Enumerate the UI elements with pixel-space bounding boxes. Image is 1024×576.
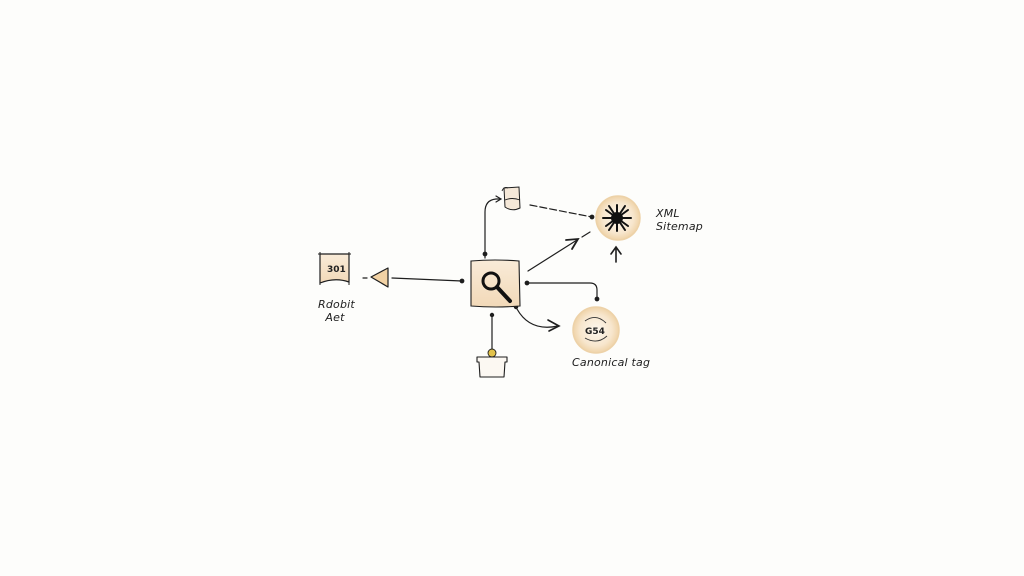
edge-dot bbox=[589, 214, 595, 220]
edge-dot bbox=[594, 296, 600, 302]
play-arrow-icon bbox=[370, 267, 389, 288]
label-canonical: Canonical tag bbox=[572, 356, 651, 369]
edge-search-to-redirect bbox=[391, 277, 463, 282]
label-redirect: Rdobit Aet bbox=[318, 298, 355, 324]
node-canonical[interactable]: G54 bbox=[572, 306, 620, 354]
edge-search-to-canonical-curve bbox=[516, 308, 559, 328]
edge-sitemap-tail bbox=[581, 231, 591, 238]
search-box bbox=[470, 259, 521, 308]
edge-dot bbox=[524, 280, 530, 286]
node-redirect-301[interactable]: 301 bbox=[318, 252, 351, 285]
bucket-icon bbox=[476, 356, 508, 378]
edge-document-to-sitemap bbox=[529, 204, 593, 218]
label-sitemap: XML Sitemap bbox=[656, 207, 703, 233]
spider-icon bbox=[602, 204, 632, 232]
node-sitemap[interactable] bbox=[595, 195, 641, 241]
arrowhead bbox=[495, 195, 503, 203]
canonical-circle bbox=[572, 306, 620, 354]
node-triangle[interactable] bbox=[370, 267, 389, 288]
bucket-handle-dot bbox=[487, 348, 497, 358]
node-document[interactable] bbox=[501, 186, 521, 211]
redirect-code: 301 bbox=[327, 265, 346, 275]
canonical-code: G54 bbox=[585, 327, 605, 337]
edge-search-to-canonical bbox=[526, 282, 598, 300]
edge-search-to-sitemap bbox=[527, 239, 578, 272]
magnifier-icon bbox=[481, 271, 512, 303]
edge-dot bbox=[459, 278, 465, 284]
node-bucket[interactable] bbox=[476, 348, 508, 378]
arrowhead bbox=[547, 319, 561, 332]
canonical-icon bbox=[584, 317, 608, 342]
arrowhead bbox=[565, 237, 580, 250]
edge-dot bbox=[482, 251, 488, 257]
edge-dot bbox=[489, 312, 495, 318]
edge-search-to-document bbox=[484, 198, 501, 259]
edge-up-arrow-sitemap bbox=[610, 245, 622, 263]
edges bbox=[362, 195, 622, 350]
node-search[interactable] bbox=[470, 259, 521, 308]
